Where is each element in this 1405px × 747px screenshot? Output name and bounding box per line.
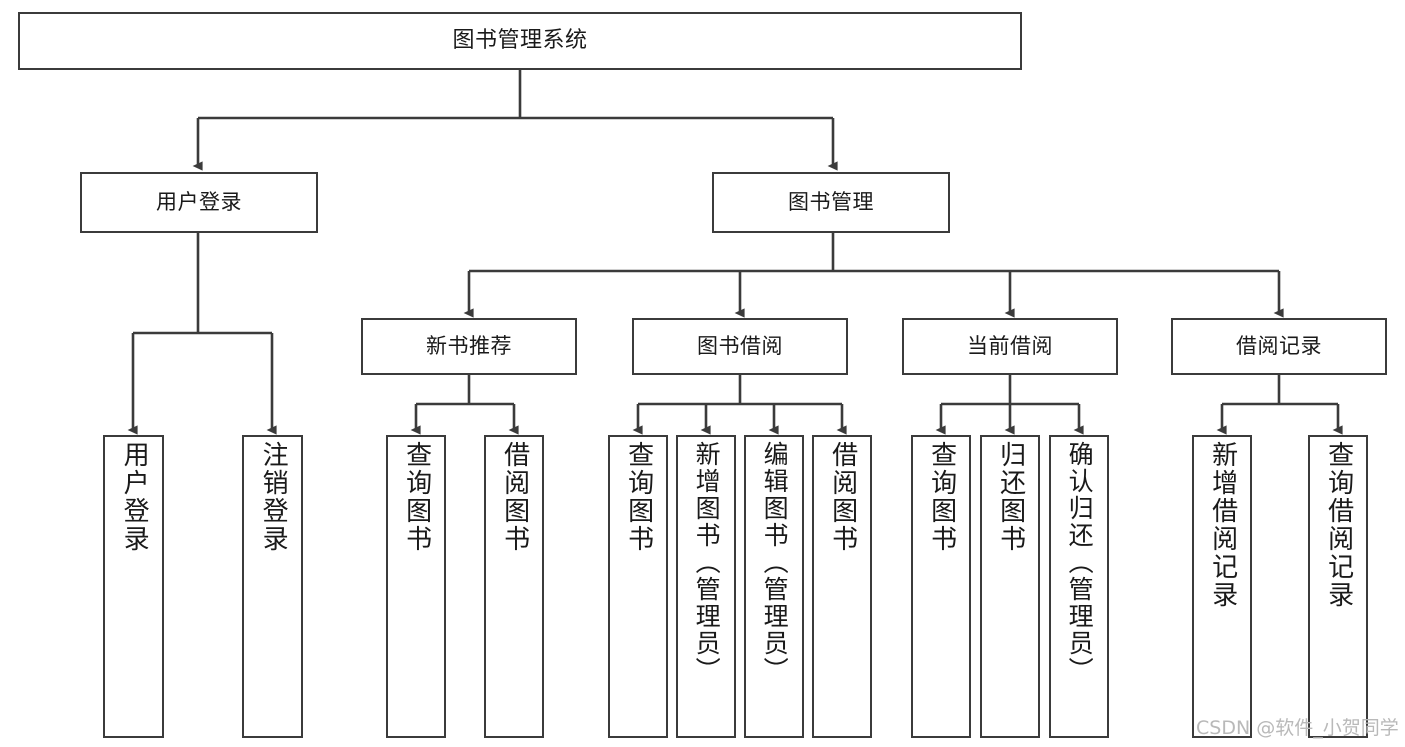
leaf-return-book[interactable]: 归还图书: [980, 435, 1040, 738]
node-label: 新增借阅记录: [1207, 441, 1238, 609]
node-new-book-recommend[interactable]: 新书推荐: [361, 318, 577, 375]
node-label: 借阅图书: [827, 441, 858, 553]
leaf-user-login[interactable]: 用户登录: [103, 435, 164, 738]
node-label: 用户登录: [119, 441, 150, 553]
node-label: 当前借阅: [967, 334, 1053, 359]
csdn-watermark: CSDN @软件_小贺同学: [1196, 717, 1399, 739]
node-book-borrow[interactable]: 图书借阅: [632, 318, 848, 375]
node-label: 编辑图书（管理员）: [760, 441, 790, 684]
leaf-query-borrow-record[interactable]: 查询借阅记录: [1308, 435, 1368, 738]
leaf-add-book-admin[interactable]: 新增图书（管理员）: [676, 435, 736, 738]
node-label: 确认归还（管理员）: [1065, 441, 1095, 684]
node-label: 查询图书: [401, 441, 432, 553]
leaf-query-book-recommend[interactable]: 查询图书: [386, 435, 446, 738]
node-borrow-record[interactable]: 借阅记录: [1171, 318, 1387, 375]
node-label: 归还图书: [995, 441, 1026, 553]
leaf-add-borrow-record[interactable]: 新增借阅记录: [1192, 435, 1252, 738]
leaf-user-logout[interactable]: 注销登录: [242, 435, 303, 738]
node-label: 图书管理: [788, 190, 874, 215]
node-user-login[interactable]: 用户登录: [80, 172, 318, 233]
node-label: 图书借阅: [697, 334, 783, 359]
leaf-borrow-book-recommend[interactable]: 借阅图书: [484, 435, 544, 738]
leaf-borrow-book-borrow[interactable]: 借阅图书: [812, 435, 872, 738]
node-label: 查询借阅记录: [1323, 441, 1354, 609]
leaf-edit-book-admin[interactable]: 编辑图书（管理员）: [744, 435, 804, 738]
node-label: 注销登录: [258, 441, 289, 553]
node-label: 新书推荐: [426, 334, 512, 359]
node-label: 查询图书: [623, 441, 654, 553]
node-label: 借阅图书: [499, 441, 530, 553]
leaf-query-book-borrow[interactable]: 查询图书: [608, 435, 668, 738]
node-label: 用户登录: [156, 190, 242, 215]
leaf-query-book-current[interactable]: 查询图书: [911, 435, 971, 738]
node-root-system[interactable]: 图书管理系统: [18, 12, 1022, 70]
node-label: 查询图书: [926, 441, 957, 553]
node-current-borrow[interactable]: 当前借阅: [902, 318, 1118, 375]
node-label: 新增图书（管理员）: [692, 441, 722, 684]
node-label: 借阅记录: [1236, 334, 1322, 359]
node-label: 图书管理系统: [452, 28, 588, 54]
node-book-manage[interactable]: 图书管理: [712, 172, 950, 233]
leaf-confirm-return-admin[interactable]: 确认归还（管理员）: [1049, 435, 1109, 738]
